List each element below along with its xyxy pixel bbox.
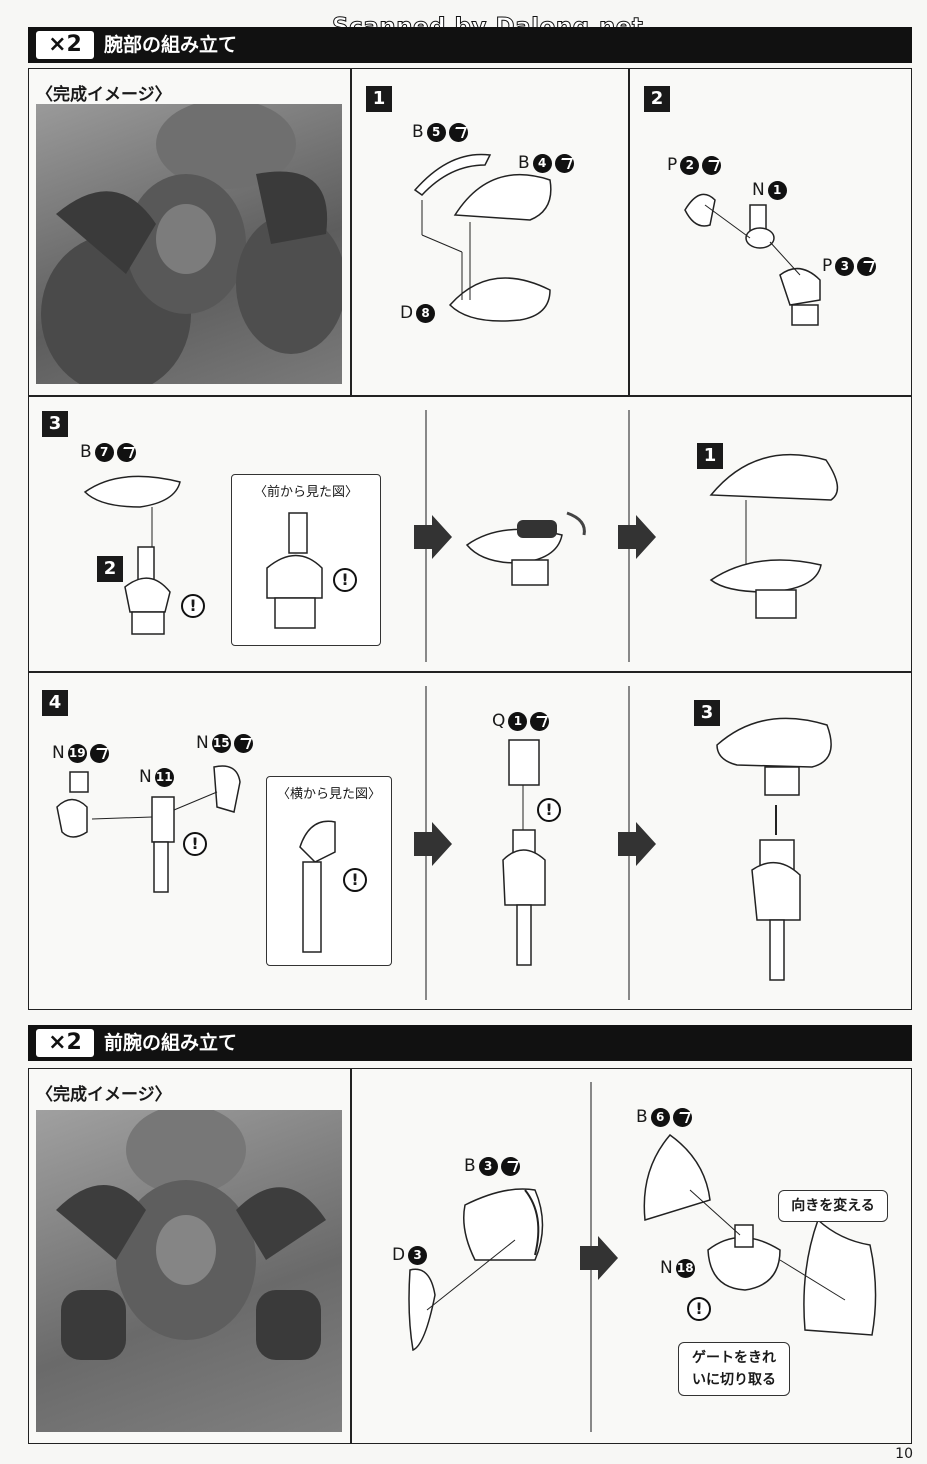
- completed-image-caption: 〈完成イメージ〉: [36, 85, 172, 105]
- cut-icon: [89, 743, 109, 763]
- front-view-joint-icon: [266, 512, 323, 629]
- completed-forearm-photo: [36, 1110, 342, 1432]
- cut-icon: [233, 733, 253, 753]
- figure-silhouette-icon: [41, 104, 342, 384]
- shoulder-joint-diagram: [684, 193, 821, 326]
- arm-row2-panel: [28, 396, 912, 672]
- step-number: 1: [366, 86, 392, 112]
- completed-image-caption: 〈完成イメージ〉: [36, 1085, 172, 1105]
- callout-line: ゲートをきれ: [692, 1350, 776, 1366]
- front-view-inset: 〈前から見た図〉: [231, 474, 381, 646]
- change-direction-callout: 向きを変える: [778, 1190, 888, 1222]
- page-number: 10: [895, 1446, 913, 1462]
- cut-icon: [702, 155, 722, 175]
- section-header-forearm: ×2 前腕の組み立て: [28, 1025, 912, 1061]
- attach-cover-diagram: [709, 453, 839, 619]
- warning-icon: !: [181, 594, 205, 618]
- armor-onto-joint-diagram: [83, 475, 181, 635]
- section-header-arm: ×2 腕部の組み立て: [28, 27, 912, 63]
- warning-icon: !: [343, 868, 367, 892]
- arrow-right-icon: [414, 515, 452, 559]
- forearm-armor-diagram: [408, 1188, 544, 1352]
- forearm-assembly-diagram: [643, 1133, 877, 1336]
- cut-icon: [530, 711, 550, 731]
- cut-icon: [500, 1156, 520, 1176]
- warning-icon: !: [183, 832, 207, 856]
- side-view-inset: 〈横から見た図〉: [266, 776, 392, 966]
- reference-step-number: 1: [697, 443, 723, 469]
- cut-icon: [857, 256, 877, 276]
- reference-step-number: 2: [97, 556, 123, 582]
- rotate-joint-diagram: [465, 511, 586, 586]
- reference-step-number: 3: [694, 700, 720, 726]
- shoulder-armor-diagram: [413, 153, 552, 322]
- gate-cut-callout: ゲートをきれ いに切り取る: [678, 1342, 790, 1396]
- completed-arm-photo: [36, 104, 342, 384]
- step-number: 4: [42, 690, 68, 716]
- inset-caption: 〈横から見た図〉: [276, 787, 381, 802]
- section-title: 腕部の組み立て: [104, 34, 238, 56]
- divider: [350, 1068, 352, 1444]
- step-number: 2: [644, 86, 670, 112]
- multiplier-badge: ×2: [36, 31, 94, 59]
- figure-silhouette-icon: [56, 1110, 326, 1360]
- cut-icon: [116, 442, 136, 462]
- multiplier-badge: ×2: [36, 1029, 94, 1057]
- warning-icon: !: [537, 798, 561, 822]
- callout-line: いに切り取る: [692, 1372, 776, 1388]
- section-title: 前腕の組み立て: [104, 1032, 238, 1054]
- inset-caption: 〈前から見た図〉: [253, 485, 358, 500]
- cut-icon: [448, 122, 468, 142]
- cut-icon: [554, 153, 574, 173]
- arrow-right-icon: [580, 1236, 618, 1280]
- elbow-joint-diagram: [56, 765, 241, 893]
- arrow-right-icon: [618, 822, 656, 866]
- assemble-arm-diagram: [716, 717, 832, 981]
- step-number: 3: [42, 411, 68, 437]
- cut-icon: [672, 1107, 692, 1127]
- forearm-cap-diagram: [502, 739, 546, 966]
- warning-icon: !: [333, 568, 357, 592]
- arrow-right-icon: [618, 515, 656, 559]
- divider: [350, 68, 352, 396]
- arrow-right-icon: [414, 822, 452, 866]
- warning-icon: !: [687, 1297, 711, 1321]
- side-view-joint-icon: [299, 820, 336, 953]
- divider: [628, 68, 630, 396]
